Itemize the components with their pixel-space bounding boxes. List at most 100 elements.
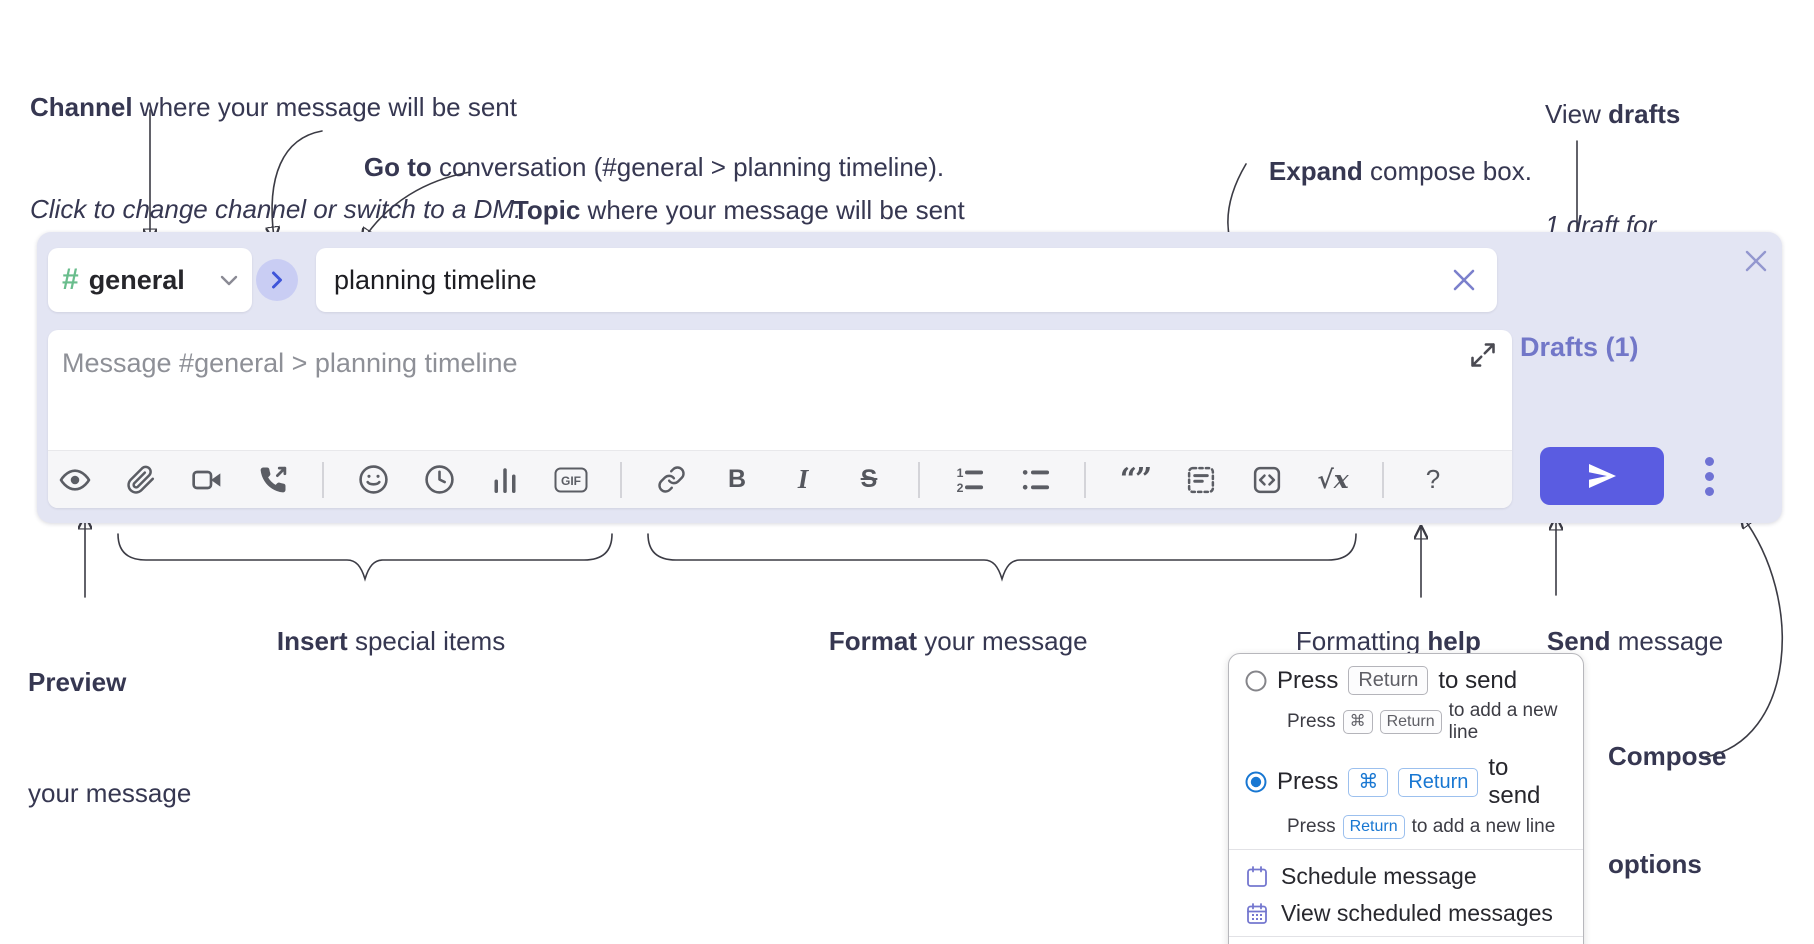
option-text: Press — [1276, 768, 1339, 795]
clock-icon — [424, 465, 454, 494]
toolbar-divider — [1084, 461, 1086, 498]
close-icon — [1453, 269, 1475, 291]
expand-compose-button[interactable] — [1466, 338, 1500, 372]
clear-topic-button[interactable] — [1447, 263, 1481, 297]
gif-button[interactable]: GIF — [554, 463, 588, 497]
menu-item-schedule-message[interactable]: Schedule message — [1229, 858, 1583, 895]
compose-box: # general — [37, 232, 1782, 523]
topic-input[interactable] — [334, 264, 1447, 296]
toolbar-divider — [322, 461, 324, 498]
channel-name: general — [88, 264, 185, 295]
compose-options-button[interactable] — [1689, 450, 1729, 502]
radio-unselected-icon — [1245, 670, 1267, 691]
paperclip-icon — [127, 465, 155, 494]
bold-icon: B — [727, 465, 747, 493]
annotation-expand: Expand compose box. — [1268, 156, 1532, 186]
blockquote-button[interactable]: “” — [1118, 462, 1153, 497]
audio-call-button[interactable] — [256, 463, 290, 497]
eye-icon — [59, 468, 91, 491]
video-clip-button[interactable] — [190, 463, 224, 497]
menu-item-label: View scheduled messages — [1281, 900, 1553, 926]
annotation-goto: Go to conversation (#general > planning … — [363, 152, 945, 182]
menu-item-view-scheduled-messages[interactable]: View scheduled messages — [1229, 895, 1583, 932]
recent-button[interactable] — [422, 463, 456, 497]
preview-button[interactable] — [58, 463, 92, 497]
square-root-icon: √x — [1317, 465, 1349, 494]
chevron-down-icon — [220, 275, 238, 285]
ordered-list-icon: 1 2 — [956, 466, 983, 495]
inline-code-icon — [1253, 466, 1281, 493]
radio-option-return-to-send[interactable]: Press Return to send — [1229, 666, 1583, 695]
smiley-icon — [358, 465, 388, 494]
attach-file-button[interactable] — [124, 463, 158, 497]
radio-selected-icon — [1245, 771, 1267, 793]
strikethrough-button[interactable]: S — [852, 463, 886, 497]
close-compose-button[interactable] — [1738, 243, 1774, 279]
ordered-list-button[interactable]: 1 2 — [952, 463, 986, 497]
brace-format — [647, 533, 1357, 582]
italic-button[interactable]: I — [786, 463, 820, 497]
close-icon — [1745, 250, 1767, 272]
go-to-conversation-button[interactable] — [256, 259, 298, 301]
option-text: to send — [1438, 666, 1518, 694]
link-button[interactable] — [654, 463, 688, 497]
cmd-key: ⌘ — [1342, 710, 1373, 734]
compose-toolbar: GIF B I S — [48, 450, 1512, 508]
expand-icon — [1471, 343, 1495, 367]
bar-chart-icon — [494, 467, 516, 493]
bulleted-list-icon — [1022, 470, 1049, 490]
dot-icon — [1704, 456, 1714, 466]
channel-selector-button[interactable]: # general — [48, 248, 252, 312]
toolbar-divider — [1382, 461, 1384, 498]
message-input[interactable] — [62, 338, 1442, 388]
annotation-compose-options: Compose options menu — [1608, 741, 1727, 879]
poll-button[interactable] — [488, 463, 522, 497]
menu-item-label: Schedule message — [1281, 863, 1477, 889]
inline-code-button[interactable] — [1250, 463, 1284, 497]
channel-hash-icon: # — [62, 263, 79, 296]
quote-icon: “” — [1119, 462, 1153, 497]
strikethrough-icon: S — [860, 465, 878, 493]
annotation-insert: Insert special items — [276, 626, 506, 656]
message-compose-area: GIF B I S — [48, 330, 1512, 508]
toolbar-divider — [620, 461, 622, 498]
annotation-channel: Channel where your message will be sent … — [30, 92, 522, 224]
annotation-preview: Preview your message — [28, 667, 192, 808]
svg-text:1: 1 — [956, 466, 963, 480]
code-block-button[interactable] — [1184, 463, 1218, 497]
annotation-send: Send message — [1546, 626, 1724, 656]
return-key: Return — [1398, 767, 1479, 797]
radio-option-subtext: Press ⌘ Return to add a new line — [1287, 700, 1558, 743]
cmd-key: ⌘ — [1348, 767, 1389, 797]
option-text: to send — [1488, 754, 1541, 809]
annotation-formatting-help: Formatting help — [1295, 626, 1481, 656]
radio-option-cmd-return-to-send[interactable]: Press ⌘ Return to send — [1229, 754, 1583, 810]
dot-icon — [1704, 471, 1714, 481]
send-button[interactable] — [1540, 447, 1664, 505]
chevron-right-icon — [272, 271, 282, 289]
math-button[interactable]: √x — [1316, 463, 1350, 497]
send-paper-plane-icon — [1589, 464, 1616, 488]
menu-divider — [1229, 936, 1583, 937]
bold-button[interactable]: B — [720, 463, 754, 497]
gif-icon: GIF — [554, 467, 588, 492]
emoji-button[interactable] — [356, 463, 390, 497]
radio-option-subtext: Press Return to add a new line — [1287, 815, 1556, 839]
topic-field[interactable] — [316, 248, 1497, 312]
calendar-grid-icon — [1247, 902, 1267, 924]
return-key: Return — [1348, 666, 1429, 695]
return-key: Return — [1342, 815, 1405, 839]
menu-divider — [1229, 849, 1583, 850]
italic-icon: I — [797, 464, 809, 494]
code-block-icon — [1187, 466, 1215, 493]
drafts-link[interactable]: Drafts (1) — [1520, 332, 1639, 362]
dot-icon — [1704, 486, 1714, 496]
link-icon — [657, 466, 685, 493]
formatting-help-button[interactable]: ? — [1416, 463, 1450, 497]
svg-text:2: 2 — [956, 481, 963, 495]
video-camera-icon — [192, 470, 221, 489]
svg-text:GIF: GIF — [561, 474, 581, 488]
bulleted-list-button[interactable] — [1018, 463, 1052, 497]
option-text: Press — [1277, 666, 1339, 694]
